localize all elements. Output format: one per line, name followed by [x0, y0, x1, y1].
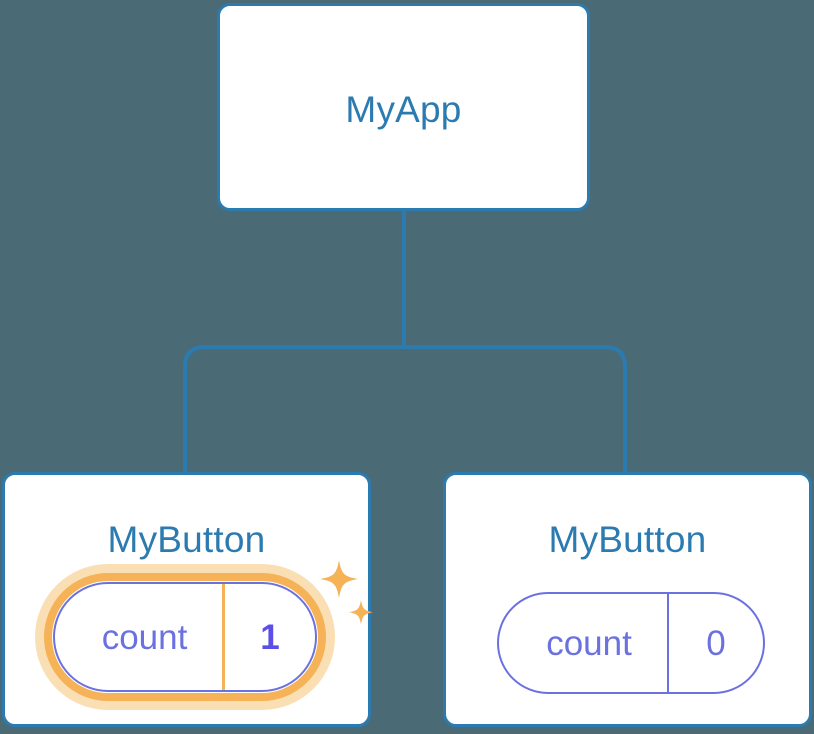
- state-key-right: count: [546, 623, 632, 663]
- state-key-left: count: [101, 617, 188, 657]
- state-value-right: 0: [667, 594, 763, 692]
- node-title-mybutton-left: MyButton: [107, 519, 266, 560]
- state-value-left: 1: [222, 584, 315, 690]
- state-pill-body-right: count 0: [497, 592, 765, 694]
- node-title-myapp: MyApp: [345, 89, 462, 130]
- state-pill-body-left: count 1: [53, 582, 317, 692]
- node-myapp[interactable]: MyApp: [217, 3, 590, 211]
- node-title-mybutton-right: MyButton: [548, 519, 707, 560]
- highlight-glow-inner: [44, 573, 326, 701]
- state-pill-idle[interactable]: count 0: [497, 592, 765, 694]
- node-mybutton-right[interactable]: MyButton count 0: [443, 472, 812, 727]
- node-mybutton-left[interactable]: MyButton count 1: [2, 472, 371, 727]
- state-pill-highlighted[interactable]: count 1: [35, 564, 335, 710]
- state-pill-highlight-ring: count 1: [35, 564, 335, 710]
- connector-branch-bar: [183, 345, 627, 472]
